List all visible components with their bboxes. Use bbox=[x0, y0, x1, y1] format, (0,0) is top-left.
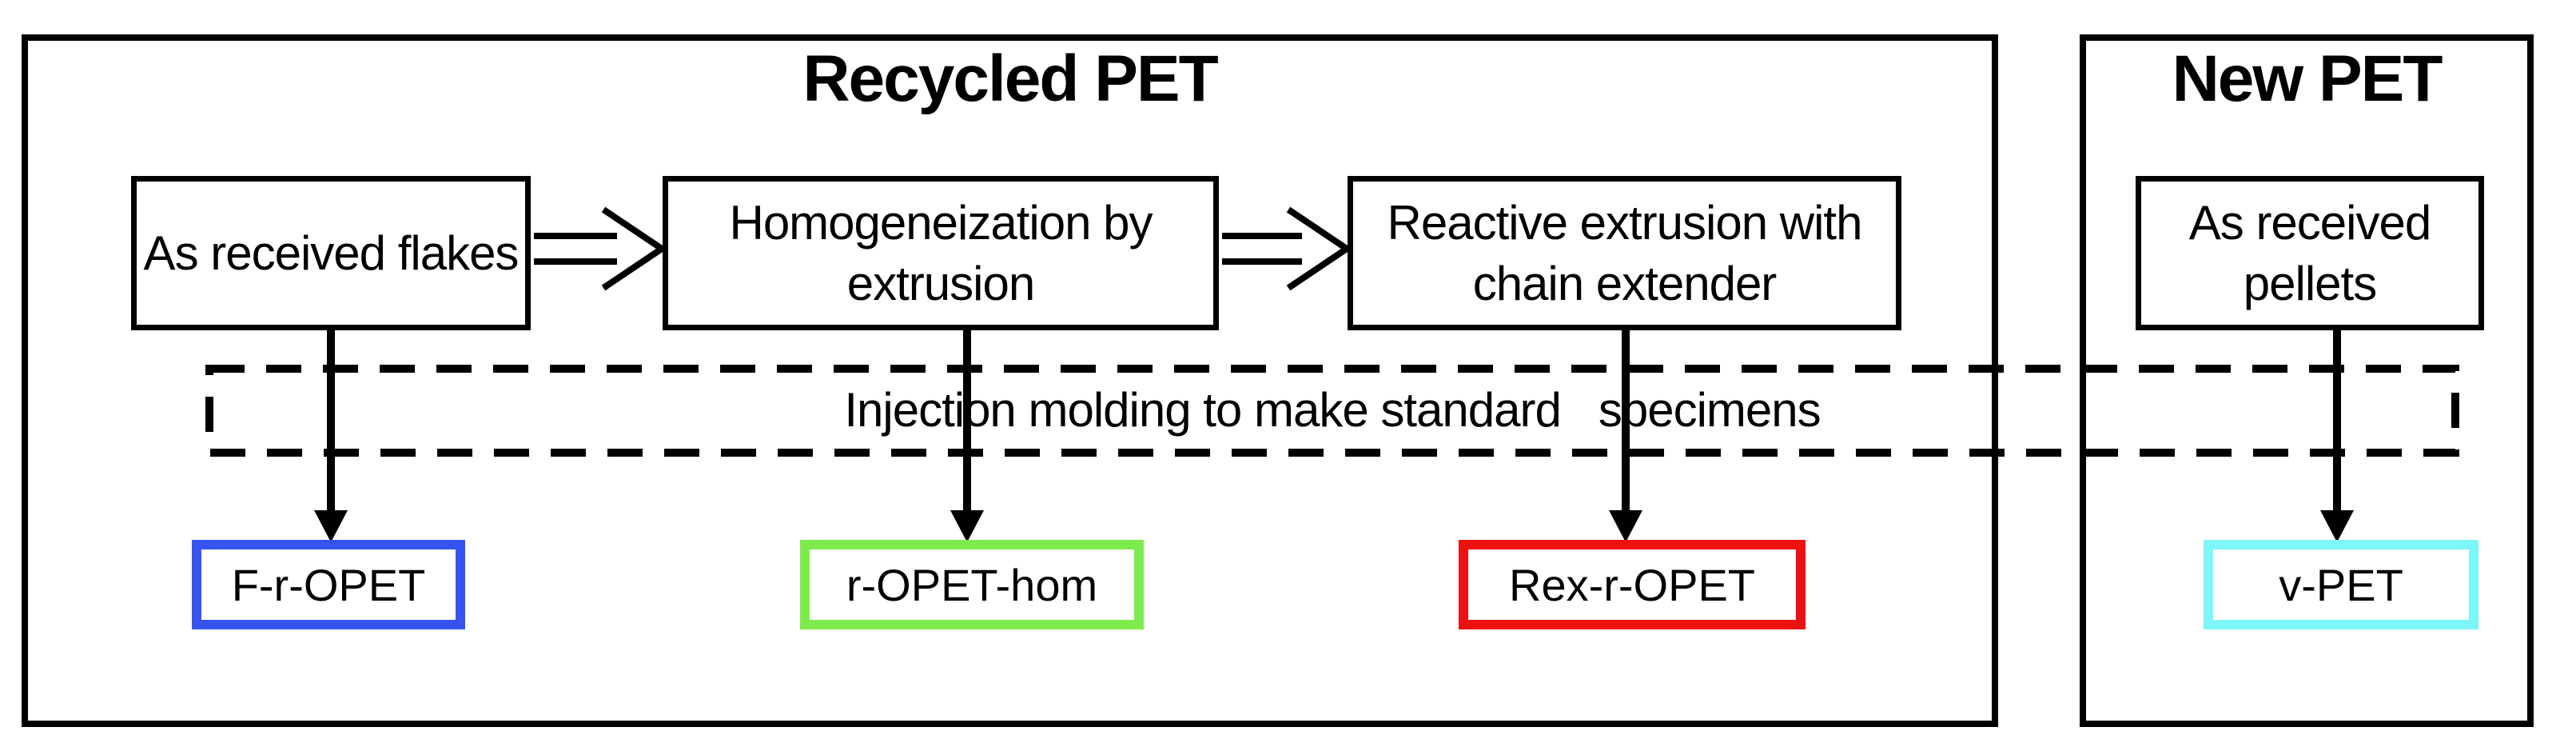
arrow-reactive-to-rexropet-icon bbox=[1609, 326, 1642, 542]
arrow-homogeneization-to-reactive-icon bbox=[1222, 206, 1353, 291]
injection-molding-dashed-box bbox=[205, 365, 2459, 457]
arrow-flakes-to-fropet-icon bbox=[314, 326, 348, 542]
step-homogeneization-by-extrusion: Homogeneization by extrusion bbox=[663, 176, 1219, 330]
step-as-received-pellets: As received pellets bbox=[2136, 176, 2484, 330]
output-r-opet-hom: r-OPET-hom bbox=[800, 540, 1144, 629]
arrow-homogeneization-to-ropethom-icon bbox=[950, 326, 984, 542]
output-f-r-opet: F-r-OPET bbox=[192, 540, 465, 629]
new-pet-title: New PET bbox=[2172, 42, 2443, 115]
recycled-pet-title: Recycled PET bbox=[802, 42, 1218, 115]
arrow-flakes-to-homogeneization-icon bbox=[534, 206, 668, 291]
arrow-pellets-to-vpet-icon bbox=[2320, 326, 2354, 542]
step-reactive-extrusion-chain-extender: Reactive extrusion with chain extender bbox=[1348, 176, 1901, 330]
output-v-pet: v-PET bbox=[2204, 540, 2478, 629]
output-rex-r-opet: Rex-r-OPET bbox=[1459, 540, 1806, 629]
step-as-received-flakes: As received flakes bbox=[131, 176, 531, 330]
injection-molding-label: Injection molding to make standard speci… bbox=[844, 382, 1821, 437]
